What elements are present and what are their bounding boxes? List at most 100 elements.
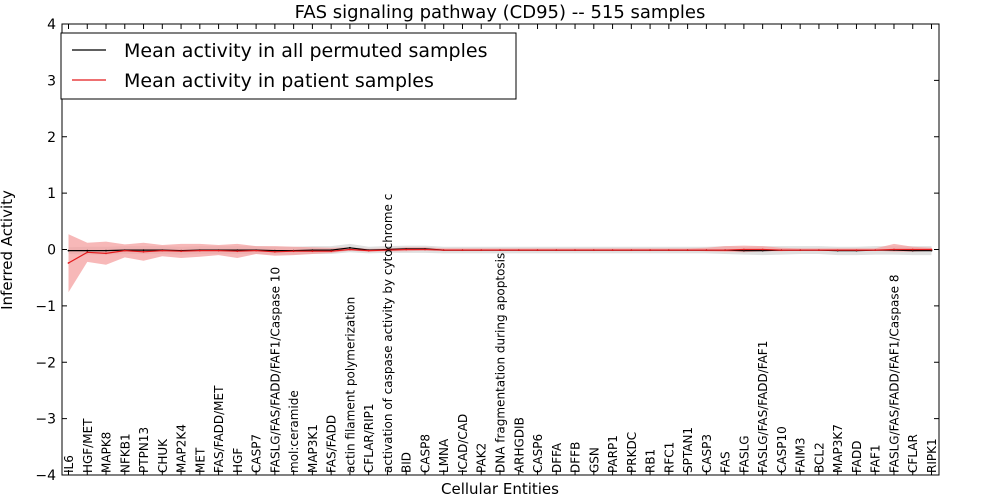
x-tick-label: PAK2 — [475, 443, 489, 473]
x-tick-label: LMNA — [437, 438, 451, 473]
point-series-1-45 — [911, 248, 914, 251]
point-series-1-8 — [217, 249, 220, 252]
point-series-1-7 — [198, 249, 201, 252]
x-tick-label: RFC1 — [662, 442, 676, 473]
point-series-1-32 — [667, 249, 670, 252]
x-tick-label: PARP1 — [606, 435, 620, 473]
x-tick-label: FAIM3 — [794, 437, 808, 473]
x-tick-label: FADD — [850, 441, 864, 474]
legend-label-permuted: Mean activity in all permuted samples — [124, 40, 487, 62]
point-series-1-27 — [574, 249, 576, 252]
x-tick-label: mol:ceramide — [287, 390, 301, 473]
point-series-1-2 — [105, 252, 107, 255]
x-tick-label: CFLAR/RIP1 — [362, 403, 376, 473]
point-series-1-9 — [236, 250, 239, 253]
x-tick-label: CASP6 — [531, 434, 545, 473]
x-tick-label: MAP3K7 — [831, 424, 845, 473]
x-tick-label: RB1 — [644, 449, 658, 473]
x-tick-label: PRKDC — [625, 432, 639, 473]
x-axis-title: Cellular Entities — [441, 480, 559, 498]
point-series-1-41 — [836, 249, 839, 252]
y-tick-label: −1 — [35, 299, 56, 315]
x-tick-label: CASP8 — [419, 434, 433, 473]
legend: Mean activity in all permuted samples Me… — [60, 32, 517, 100]
point-series-1-20 — [442, 249, 445, 252]
x-tick-label: ARHGDIB — [512, 417, 526, 473]
y-tick-label: 4 — [47, 17, 56, 33]
point-series-1-42 — [855, 249, 858, 252]
point-series-1-31 — [649, 249, 651, 252]
point-series-1-35 — [724, 249, 726, 252]
point-series-0-2 — [105, 249, 107, 252]
point-series-0-1 — [86, 249, 89, 252]
x-tick-label: CHUK — [156, 438, 170, 473]
x-tick-label: FAS — [719, 451, 733, 473]
point-series-1-39 — [799, 249, 802, 252]
point-series-1-18 — [405, 248, 408, 251]
x-tick-label: HGF — [231, 448, 245, 473]
point-series-1-19 — [424, 248, 426, 251]
x-tick-label: BCL2 — [812, 442, 826, 473]
point-series-1-26 — [555, 249, 558, 252]
x-tick-label: CFLAR — [906, 434, 920, 473]
x-tick-label: actin filament polymerization — [343, 297, 357, 473]
point-series-1-4 — [142, 250, 145, 253]
x-tick-label: GSN — [587, 447, 601, 473]
x-tick-label: DFFB — [569, 442, 583, 473]
point-series-1-14 — [330, 250, 333, 253]
x-tick-label: DFFA — [550, 442, 564, 473]
point-series-1-12 — [292, 250, 295, 253]
y-tick-label: 3 — [47, 73, 56, 89]
x-tick-label: BID — [400, 452, 414, 473]
point-series-1-34 — [705, 249, 708, 252]
x-tick-label: MAPK8 — [100, 432, 114, 473]
legend-label-patient: Mean activity in patient samples — [124, 70, 434, 92]
x-tick-label: MAP2K4 — [175, 424, 189, 473]
y-tick-label: 0 — [47, 243, 56, 259]
point-series-1-1 — [86, 251, 89, 254]
x-tick-label: IL6 — [62, 455, 76, 473]
legend-box — [60, 32, 517, 100]
point-series-0-0 — [67, 249, 70, 252]
x-tick-label: HGF/MET — [81, 418, 95, 473]
x-tick-label: FAF1 — [869, 444, 883, 473]
point-series-1-36 — [743, 248, 745, 251]
x-tick-label: CASP7 — [250, 434, 264, 473]
chart-title: FAS signaling pathway (CD95) -- 515 samp… — [295, 2, 706, 23]
point-series-1-33 — [686, 249, 689, 252]
x-tick-label: RIPK1 — [925, 438, 939, 473]
x-tick-label: DNA fragmentation during apoptosis — [494, 253, 508, 473]
point-series-1-22 — [480, 249, 483, 252]
point-series-1-11 — [274, 250, 276, 253]
band-series-1 — [68, 234, 932, 293]
point-series-0-4 — [142, 249, 145, 252]
point-series-1-21 — [461, 249, 464, 252]
point-series-1-10 — [255, 249, 257, 252]
x-tick-label: FASLG/FAS/FADD/FAF1/Caspase 10 — [268, 267, 282, 473]
point-series-1-5 — [161, 249, 164, 252]
point-series-1-0 — [67, 262, 70, 264]
point-series-1-16 — [367, 249, 370, 252]
point-series-1-15 — [349, 248, 351, 251]
point-series-1-43 — [874, 249, 877, 252]
y-axis-title: Inferred Activity — [0, 190, 16, 310]
y-tick-label: 2 — [47, 130, 56, 146]
point-series-1-37 — [761, 248, 764, 251]
x-tick-label: FASLG/FAS/FADD/FAF1/Caspase 8 — [888, 275, 902, 474]
point-series-1-6 — [180, 250, 183, 253]
series-lines — [67, 246, 933, 264]
point-series-1-38 — [780, 249, 783, 252]
point-series-1-40 — [818, 249, 820, 252]
x-tick-label: NFKB1 — [118, 433, 132, 473]
point-series-1-23 — [499, 249, 501, 252]
point-series-1-44 — [893, 248, 895, 251]
x-tick-label: FAS/FADD — [325, 415, 339, 473]
point-series-1-30 — [630, 249, 633, 252]
point-series-1-13 — [311, 250, 314, 253]
y-tick-label: 1 — [47, 186, 56, 202]
point-series-1-3 — [123, 249, 126, 252]
y-tick-label: −2 — [35, 355, 56, 371]
